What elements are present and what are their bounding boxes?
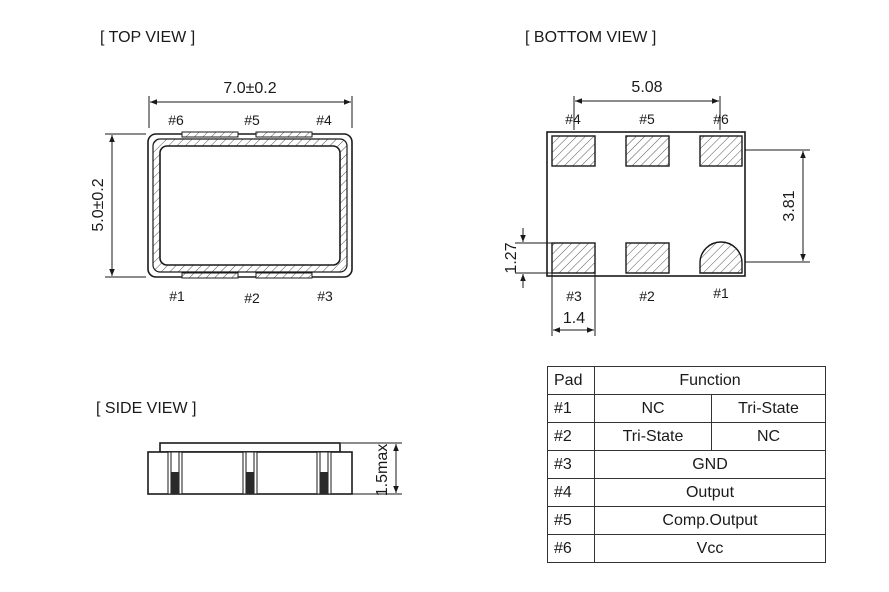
table-row: #3 GND (547, 450, 826, 479)
function-column-header: Function (594, 366, 826, 395)
pad-cell: #5 (547, 506, 595, 535)
table-row: #2 Tri-State NC (547, 422, 826, 451)
top-height-dimension: 5.0±0.2 (90, 178, 107, 231)
function-cell: GND (594, 450, 826, 479)
pad-column-header: Pad (547, 366, 595, 395)
function-cell: Vcc (594, 534, 826, 563)
bottom-pad-2 (625, 242, 670, 274)
bottom-pin-label: #6 (713, 111, 729, 127)
top-pin-label: #5 (244, 112, 260, 128)
top-pin-label: #4 (316, 112, 332, 128)
pad-cell: #2 (547, 422, 595, 451)
top-view: [ TOP VIEW ] 7.0±0.2 5.0±0.2 #6 #5 #4 #1… (90, 29, 353, 306)
bottom-view: [ BOTTOM VIEW ] 5.08 3.81 1.27 1.4 #4 (503, 29, 810, 336)
function-cell: NC (594, 394, 712, 423)
function-cell: Comp.Output (594, 506, 826, 535)
bottom-pad-width-dimension: 1.4 (563, 310, 585, 327)
top-pin-label: #3 (317, 288, 333, 304)
bottom-pad-4 (551, 135, 596, 167)
table-row: #4 Output (547, 478, 826, 507)
bottom-row-dimension: 3.81 (781, 190, 798, 221)
table-row: #1 NC Tri-State (547, 394, 826, 423)
top-pin-label: #6 (168, 112, 184, 128)
top-width-dimension: 7.0±0.2 (223, 80, 276, 97)
bottom-pin-label: #2 (639, 288, 655, 304)
function-cell: Output (594, 478, 826, 507)
table-header-row: Pad Function (547, 366, 826, 395)
pin-function-table: Pad Function #1 NC Tri-State #2 Tri-Stat… (547, 366, 826, 563)
bottom-pad-height-dimension: 1.27 (503, 242, 520, 273)
table-row: #6 Vcc (547, 534, 826, 563)
pad-cell: #3 (547, 450, 595, 479)
top-pin-label: #2 (244, 290, 260, 306)
bottom-pad-6 (699, 135, 743, 167)
bottom-pin-label: #1 (713, 285, 729, 301)
top-lid (159, 145, 341, 266)
table-row: #5 Comp.Output (547, 506, 826, 535)
bottom-pad-5 (625, 135, 670, 167)
function-cell: Tri-State (594, 422, 712, 451)
top-pin-label: #1 (169, 288, 185, 304)
top-view-title: [ TOP VIEW ] (100, 29, 195, 46)
bottom-pin-label: #3 (566, 288, 582, 304)
bottom-pitch-dimension: 5.08 (631, 79, 662, 96)
side-lid (159, 442, 341, 453)
bottom-pin-label: #5 (639, 111, 655, 127)
bottom-pad-1 (699, 241, 743, 274)
pad-cell: #6 (547, 534, 595, 563)
side-view-title: [ SIDE VIEW ] (96, 400, 196, 417)
function-cell: NC (711, 422, 826, 451)
bottom-pad-3 (551, 242, 596, 274)
pad-cell: #1 (547, 394, 595, 423)
pad-cell: #4 (547, 478, 595, 507)
bottom-view-title: [ BOTTOM VIEW ] (525, 29, 656, 46)
side-view: [ SIDE VIEW ] 1.5max (96, 400, 402, 496)
side-height-dimension: 1.5max (374, 444, 391, 496)
bottom-pin-label: #4 (565, 111, 581, 127)
function-cell: Tri-State (711, 394, 826, 423)
